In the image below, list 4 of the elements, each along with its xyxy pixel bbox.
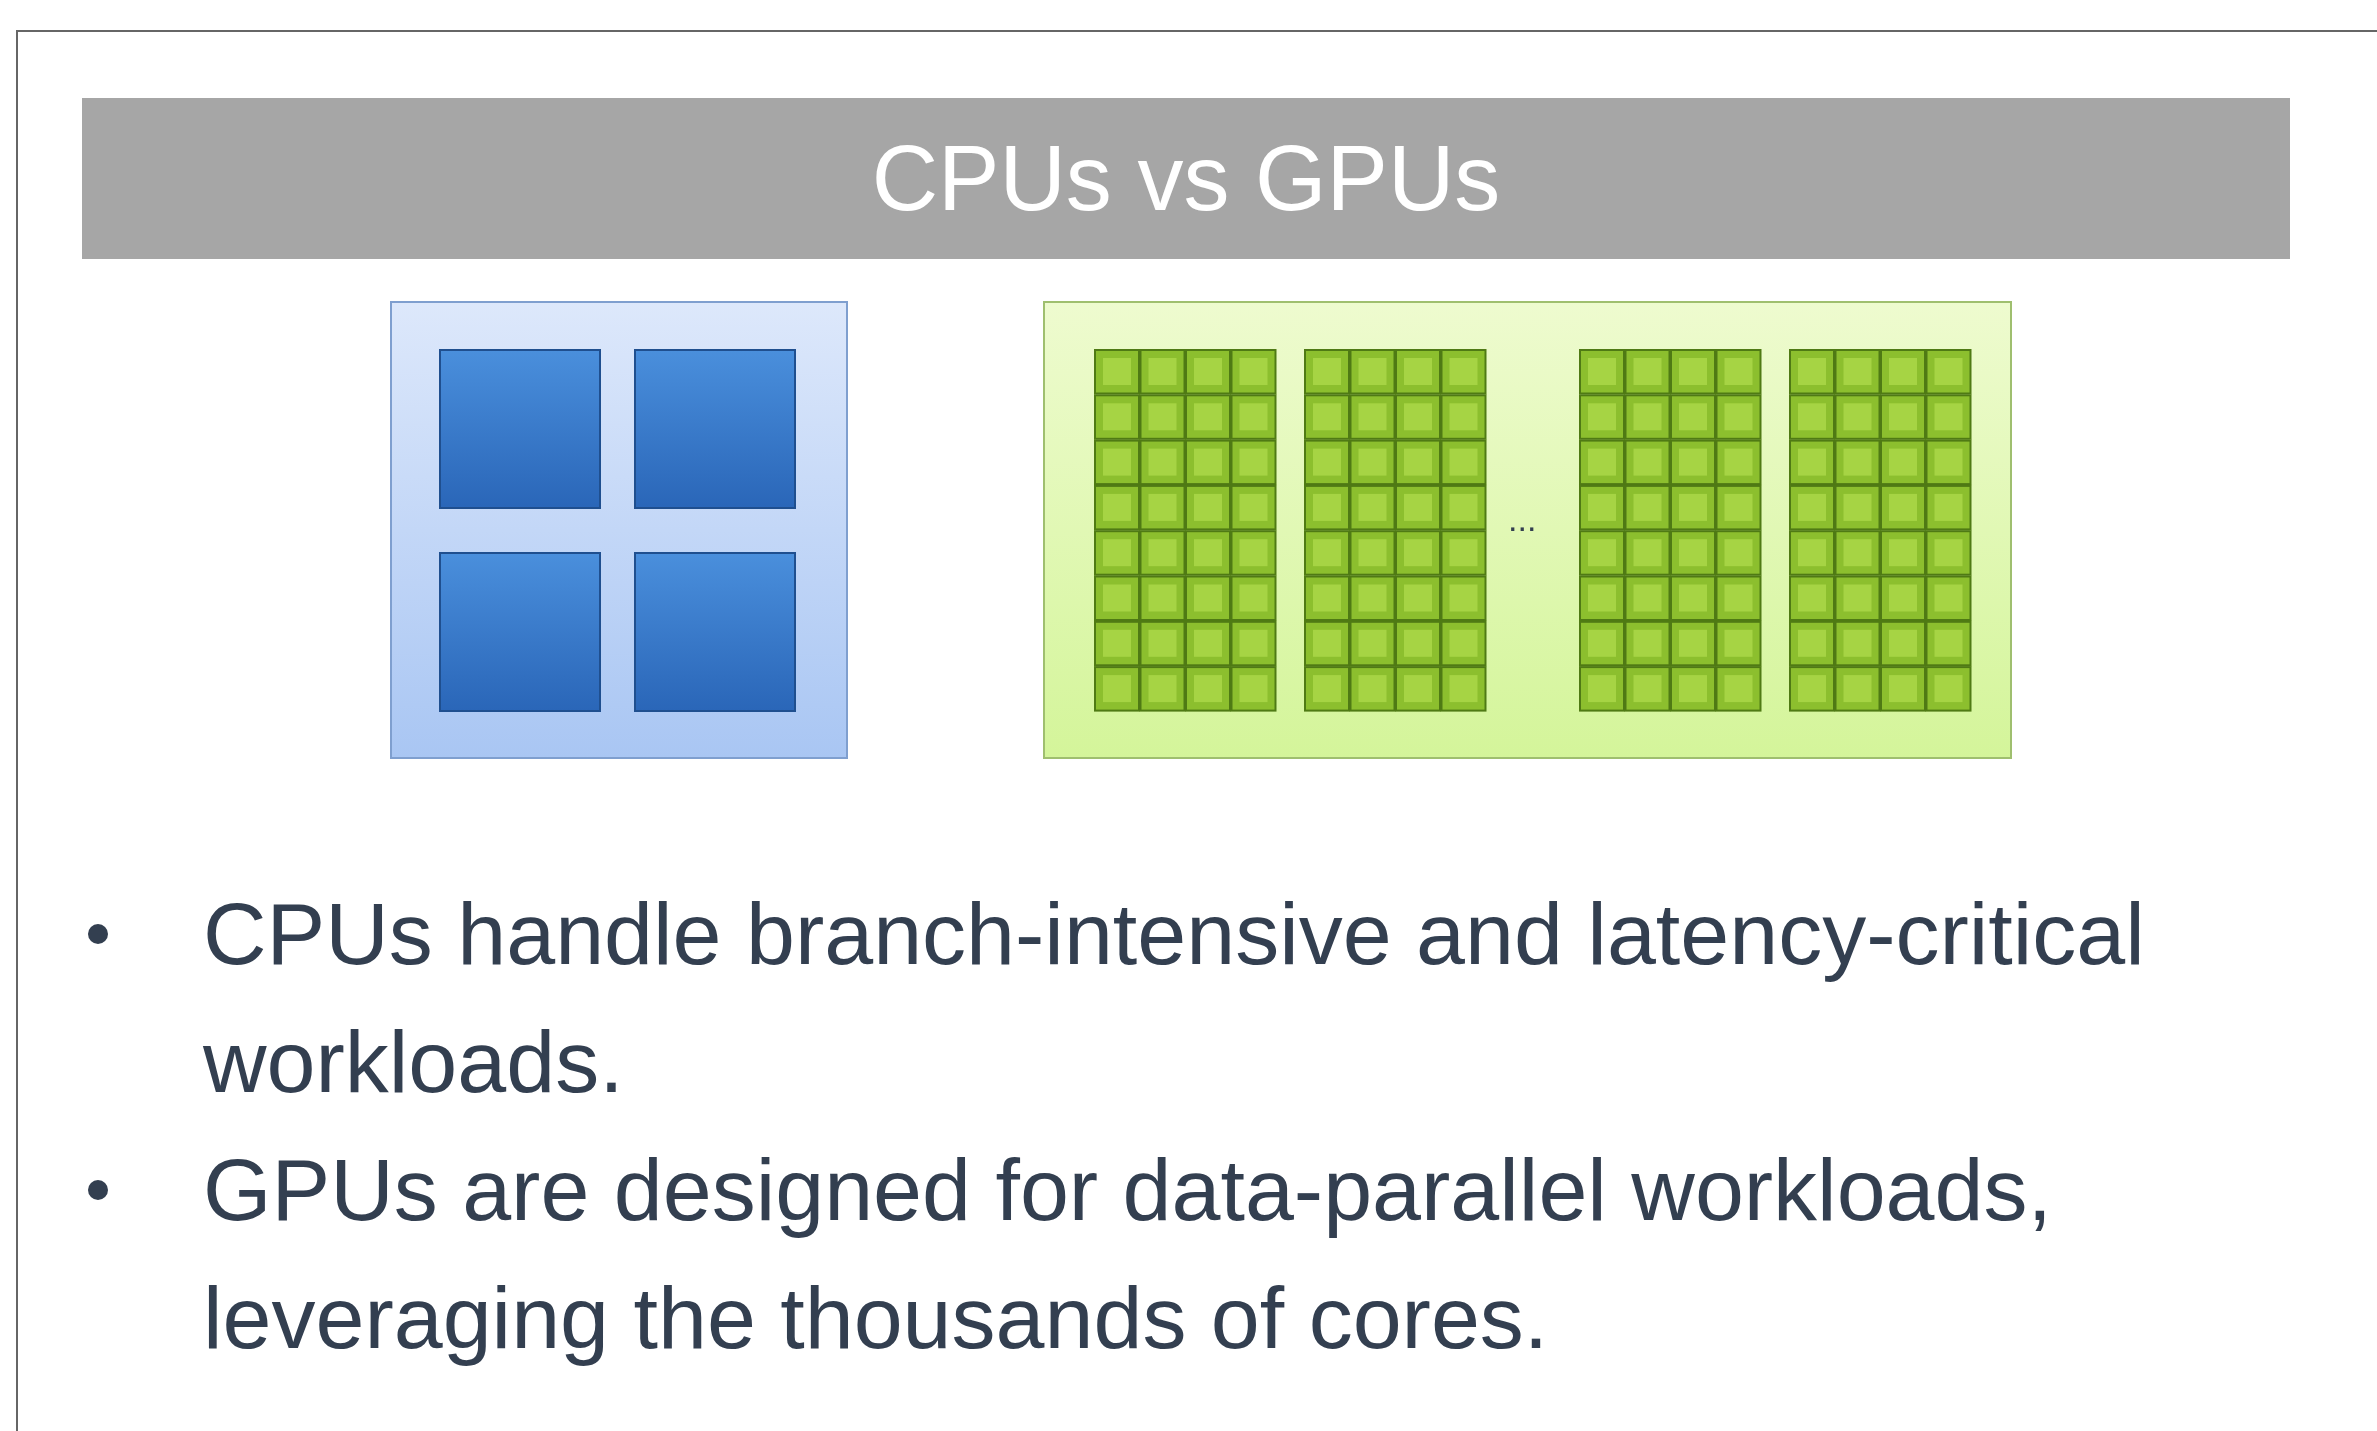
ellipsis: ... (1508, 500, 1537, 539)
bullet-point: CPUs handle branch-intensive and latency-critical workloads. (203, 883, 2146, 1113)
bullet-point: GPUs are designed for data-parallel workloads, leveraging the thousands of cores. (203, 1139, 2053, 1369)
slide-title: CPUs vs GPUs (82, 98, 2290, 259)
